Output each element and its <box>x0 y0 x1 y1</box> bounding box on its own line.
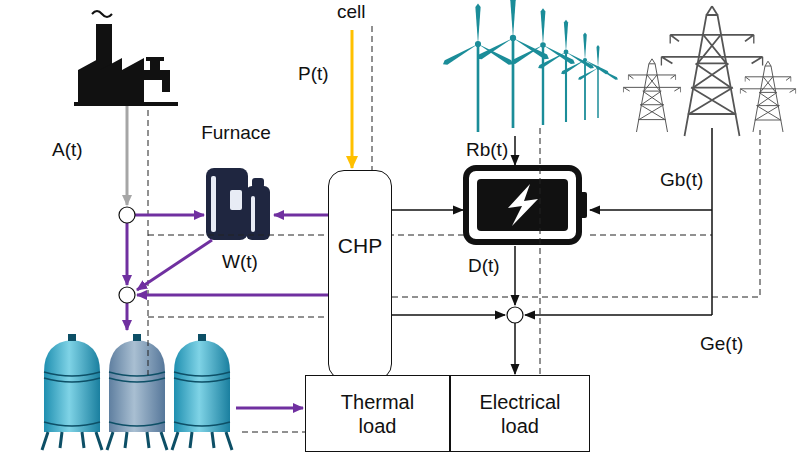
wind-farm-part <box>510 8 576 125</box>
wind-farm-part <box>442 4 515 132</box>
heat-flows <box>127 215 328 408</box>
furnace-icon <box>206 168 270 240</box>
signal-label: cell <box>337 2 366 23</box>
heat-flows-part <box>126 303 129 330</box>
control-lines-part <box>242 432 305 433</box>
signal-label: P(t) <box>298 64 329 85</box>
furnace-icon-part <box>206 168 248 240</box>
furnace-icon-part <box>252 178 264 188</box>
heat-connector <box>274 214 328 217</box>
battery-icon-part <box>477 179 568 231</box>
power-flows-part <box>514 246 516 305</box>
battery-icon-part <box>579 192 587 218</box>
battery-icon <box>466 168 587 242</box>
power-flows-part <box>392 209 463 211</box>
factory-icon-part <box>146 57 164 61</box>
power-pylons <box>623 6 795 136</box>
furnace-node: Furnace <box>198 122 274 244</box>
load-box: Electrical load <box>450 375 590 452</box>
fuel-flows-part <box>351 30 354 168</box>
signal-label: Gb(t) <box>660 170 703 191</box>
signal-label: W(t) <box>222 252 258 273</box>
power-flows <box>392 128 712 374</box>
load-box: Thermal load <box>305 375 450 452</box>
power-pylons-part <box>740 61 795 132</box>
factory-icon-part <box>162 80 170 92</box>
wind-farm-part <box>476 0 550 128</box>
factory-icon-part <box>74 102 178 106</box>
signal-label: A(t) <box>52 140 83 161</box>
power-flows-part <box>711 128 713 315</box>
control-lines <box>148 26 760 432</box>
power-pylons-part <box>623 59 680 132</box>
wind-farm-part <box>577 45 618 118</box>
signal-label: Ge(t) <box>700 334 743 355</box>
factory-icon <box>74 11 178 106</box>
wind-farm-part <box>537 20 595 122</box>
fuel-flows <box>127 30 352 205</box>
node-text: CHP <box>338 233 382 258</box>
furnace-icon-part <box>211 176 216 232</box>
furnace-icon-part <box>230 190 242 210</box>
power-flows-part <box>590 209 712 211</box>
storage-tanks-part <box>172 334 232 450</box>
factory-icon-part <box>92 11 112 17</box>
factory-icon-part <box>150 61 160 70</box>
heat-flows-part <box>137 240 212 290</box>
power-flows-part <box>514 136 516 165</box>
factory-icon-part <box>78 58 144 105</box>
signal-label: D(t) <box>468 256 500 277</box>
wind-farm <box>442 0 619 132</box>
control-lines-part <box>148 235 466 236</box>
heat-flows-part <box>135 214 204 217</box>
wind-farm-part <box>560 32 610 120</box>
control-lines-part <box>148 317 328 318</box>
control-lines-part <box>590 235 712 236</box>
battery-icon-part <box>466 168 579 242</box>
furnace-icon-part <box>246 186 270 240</box>
junction-dot <box>119 207 523 323</box>
factory-icon-part <box>140 70 170 80</box>
junction-dot-part <box>119 207 135 223</box>
storage-tanks <box>42 334 232 450</box>
power-flows-part <box>525 314 712 316</box>
power-pylons-part <box>661 6 762 136</box>
furnace-icon-part <box>251 196 255 232</box>
process-box: CHP <box>328 170 392 380</box>
node-text: Electrical load <box>470 390 570 438</box>
control-lines-part <box>148 110 149 375</box>
heat-flows-part <box>236 407 303 410</box>
junction-dot-part <box>507 307 523 323</box>
fuel-flows-part <box>126 106 129 205</box>
control-lines-part <box>392 130 760 297</box>
heat-flows-part <box>126 223 129 285</box>
storage-tanks-part <box>42 334 102 450</box>
heat-flows-part <box>137 294 328 297</box>
signal-label: Rb(t) <box>466 140 508 161</box>
power-flows-part <box>514 323 516 374</box>
junction-dot-part <box>119 287 135 303</box>
control-lines-part <box>372 26 373 170</box>
node-text: Thermal load <box>328 390 428 438</box>
control-lines-part <box>540 128 541 375</box>
node-text: Furnace <box>201 122 271 145</box>
power-flows-part <box>392 314 505 316</box>
battery-icon-part <box>508 184 538 226</box>
storage-tanks-part <box>107 334 167 450</box>
